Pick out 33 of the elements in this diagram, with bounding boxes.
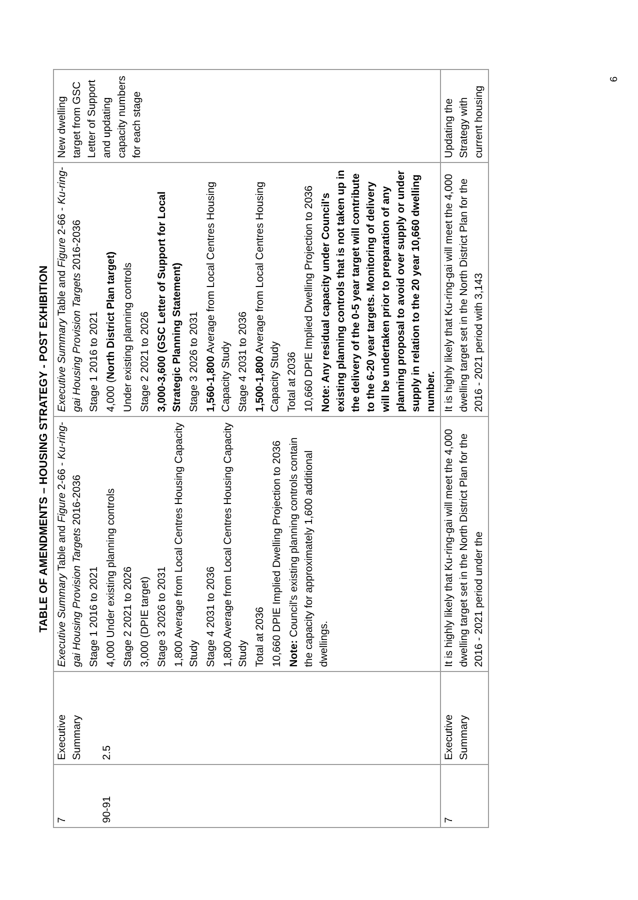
cell-text: Total at 2036 <box>285 350 299 412</box>
cell-text: Under existing planning controls <box>121 262 135 412</box>
cell-text: 3,000 (DPIE target) <box>138 576 152 667</box>
cell-text: 10,660 DPIE Implied Dwelling Projection to 2036 <box>270 440 284 667</box>
cell-text: Stage 2 2021 to 2026 <box>138 310 152 412</box>
cell-text: Note: Council's existing planning controls contain the capacity for approximately 1,600 additional dwellings. <box>287 436 331 667</box>
cell-text: Stage 3 2026 to 2031 <box>187 310 201 412</box>
cell-text: 2.5 <box>100 744 114 760</box>
cell-text: 1,800 Average from Local Centres Housing Capacity Study <box>221 422 250 667</box>
cell-text: 1,500-1,800 Average from Local Centres Housing Capacity Study <box>253 180 282 412</box>
cell-text: Stage 4 2031 to 2036 <box>236 310 250 412</box>
cell-text: 3,000-3,600 (GSC Letter of Support for Local Strategic Planning Statement) <box>155 190 184 412</box>
cell-text: Stage 1 2016 to 2021 <box>87 310 101 412</box>
page-number: 6 <box>608 76 621 82</box>
cell-text: Executive Summary <box>55 713 84 760</box>
cell-text: Updating the Strategy with current housing <box>442 84 486 158</box>
cell-text: Note: Any residual capacity under Council's existing planning controls that is not taken up in the delivery of the 0-5 year target will contribute to the 6-20 year targets. Monitoring of delivery will be undertaken prior to preparation of any planning proposal to avoid over supply or under supply in relation to the 20 year 10,660 dwelling number. <box>319 168 438 412</box>
cell-text: 1,800 Average from Local Centres Housing Capacity Study <box>172 422 201 667</box>
cell-text: 4,000 (North District Plan target) <box>104 250 118 412</box>
cell-text: Stage 3 2026 to 2031 <box>155 566 169 667</box>
cell-text: 10,660 DPIE Implied Dwelling Projection to 2036 <box>302 184 316 412</box>
cell-text: 7 <box>55 816 69 823</box>
cell-text: 7 <box>442 816 456 823</box>
cell-text: Stage 2 2021 to 2026 <box>121 566 135 667</box>
cell-text: Total at 2036 <box>253 606 267 667</box>
cell-text: Stage 4 2031 to 2036 <box>204 566 218 667</box>
table-title: TABLE OF AMENDMENTS – HOUSING STRATEGY - POST EXHIBITION <box>37 264 51 634</box>
cell-text: 1,560-1,800 Average from Local Centres Housing Capacity Study <box>204 180 233 412</box>
cell-text: 90-91 <box>100 795 114 823</box>
cell-text: Executive Summary <box>442 713 471 760</box>
cell-text: New dwelling target from GSC Letter of Support and updating capacity numbers for each stage <box>55 74 144 158</box>
cell-text: Stage 1 2016 to 2021 <box>87 566 101 667</box>
cell-text: 4,000 Under existing planning controls <box>104 487 118 667</box>
